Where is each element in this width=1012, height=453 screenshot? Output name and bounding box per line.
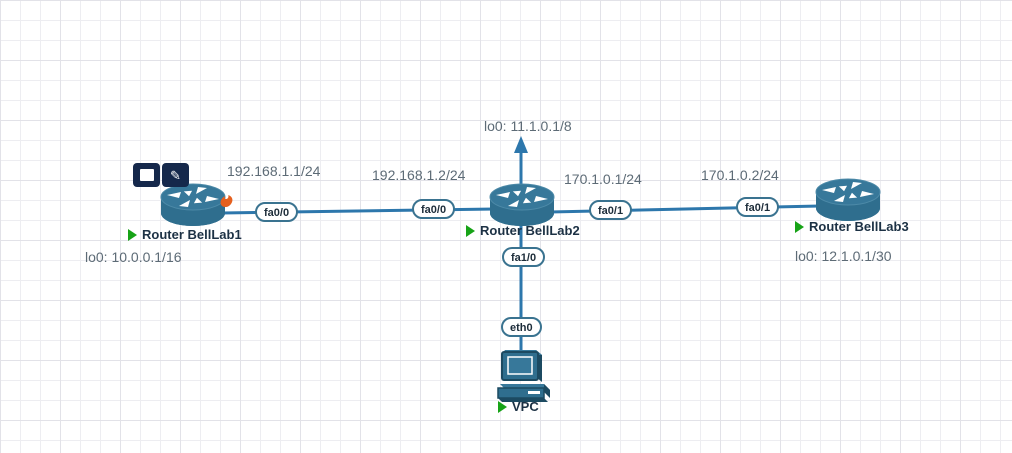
- running-status-icon: [498, 400, 507, 413]
- node-label-router1[interactable]: Router BellLab1: [128, 227, 242, 242]
- square-tool-button[interactable]: [133, 163, 160, 187]
- loopback-note-router1[interactable]: lo0: 10.0.0.1/16: [85, 249, 182, 265]
- port-pill-router2-fa1-0[interactable]: fa1/0: [502, 247, 546, 267]
- port-pill-router2-fa0-1[interactable]: fa0/1: [589, 200, 633, 220]
- running-status-icon: [466, 224, 475, 237]
- port-pill-router1-fa0-0[interactable]: fa0/0: [255, 202, 299, 222]
- node-label-router3[interactable]: Router BellLab3: [795, 219, 909, 234]
- router-belllab1-icon[interactable]: [157, 182, 229, 229]
- edit-tool-button[interactable]: ✎: [162, 163, 189, 187]
- node-label-vpc[interactable]: VPC: [498, 399, 539, 414]
- node-label-text: Router BellLab1: [142, 227, 242, 242]
- running-status-icon: [128, 228, 137, 241]
- port-pill-vpc-eth0[interactable]: eth0: [501, 317, 542, 337]
- ip-note-link2-right[interactable]: 170.1.0.2/24: [701, 167, 779, 183]
- node-label-text: Router BellLab3: [809, 219, 909, 234]
- pencil-icon: ✎: [170, 167, 181, 183]
- ip-note-link2-left[interactable]: 170.1.0.1/24: [564, 171, 642, 187]
- port-pill-router2-fa0-0[interactable]: fa0/0: [412, 199, 456, 219]
- ip-note-link1-right[interactable]: 192.168.1.2/24: [372, 167, 466, 183]
- node-label-text: VPC: [512, 399, 539, 414]
- node-label-text: Router BellLab2: [480, 223, 580, 238]
- loopback-arrow-head-icon: [514, 136, 528, 153]
- loopback-note-router2[interactable]: lo0: 11.1.0.1/8: [484, 118, 572, 134]
- square-icon: [139, 169, 154, 181]
- port-pill-router3-fa0-1[interactable]: fa0/1: [736, 197, 780, 217]
- ip-note-link1-left[interactable]: 192.168.1.1/24: [227, 163, 321, 179]
- router-belllab2-icon[interactable]: [486, 182, 558, 229]
- running-status-icon: [795, 220, 804, 233]
- router-belllab3-icon[interactable]: [812, 177, 884, 224]
- vpc-icon[interactable]: [492, 346, 554, 404]
- node-label-router2[interactable]: Router BellLab2: [466, 223, 580, 238]
- loopback-note-router3[interactable]: lo0: 12.1.0.1/30: [795, 248, 892, 264]
- flame-icon: [220, 195, 233, 208]
